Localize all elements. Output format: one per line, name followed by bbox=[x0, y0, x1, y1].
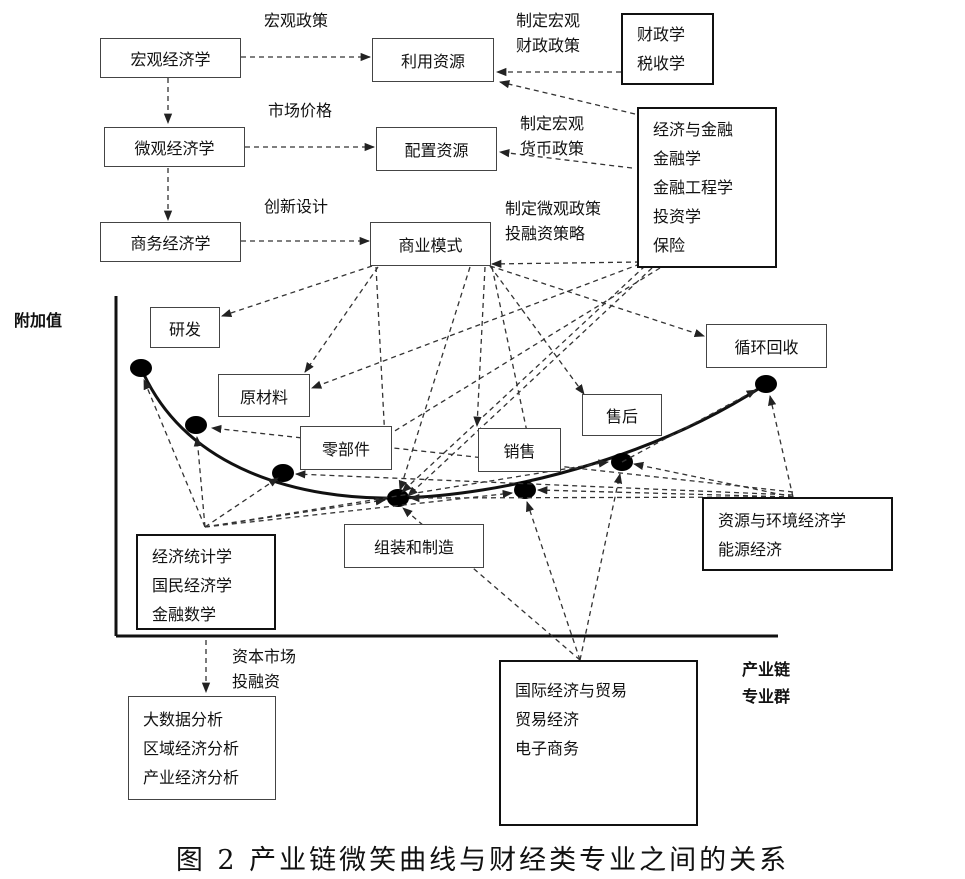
box-allocate-resources: 配置资源 bbox=[376, 127, 497, 171]
arrow-stats-to-rnd bbox=[143, 379, 206, 528]
fiscal-line-2: 税收学 bbox=[637, 54, 686, 73]
arrow-finance-to-allocate bbox=[498, 148, 633, 169]
curve-node-raw-materials bbox=[185, 416, 207, 434]
curve-node-assembly bbox=[387, 489, 409, 507]
label-market-price: 市场价格 bbox=[268, 101, 333, 120]
arrow-finance-to-parts bbox=[379, 267, 661, 441]
statistics-line-1: 经济统计学 bbox=[152, 547, 233, 566]
arrow-trade-to-sales bbox=[526, 501, 581, 661]
arrow-finance-to-use bbox=[498, 80, 636, 115]
label-monetary-policy: 制定宏观 货币政策 bbox=[520, 111, 584, 161]
statistics-line-2: 国民经济学 bbox=[152, 576, 233, 595]
box-micro-economics: 微观经济学 bbox=[104, 127, 245, 167]
label-innovation-design: 创新设计 bbox=[264, 197, 329, 216]
arrow-env-to-sales bbox=[536, 486, 794, 498]
box-finance: 经济与金融 金融学 金融工程学 投资学 保险 bbox=[637, 107, 777, 268]
box-macro-economics: 宏观经济学 bbox=[100, 38, 241, 78]
arrow-stats-to-parts bbox=[204, 477, 279, 528]
label-micro-policy: 制定微观政策 投融资策略 bbox=[505, 196, 601, 246]
arrow-model-to-parts bbox=[375, 266, 389, 442]
statistics-line-3: 金融数学 bbox=[152, 605, 217, 624]
arrow-model-to-rnd bbox=[221, 265, 373, 317]
capital-market-line-2: 投融资 bbox=[232, 672, 281, 691]
arrow-env-to-parts bbox=[294, 470, 794, 496]
label-macro-policy: 宏观政策 bbox=[264, 11, 329, 30]
figure-caption: 图 2 产业链微笑曲线与财经类专业之间的关系 bbox=[175, 845, 790, 876]
finance-line-2: 金融学 bbox=[653, 149, 702, 168]
finance-line-3: 金融工程学 bbox=[653, 178, 734, 197]
box-raw-materials: 原材料 bbox=[218, 374, 310, 417]
box-fiscal: 财政学 税收学 bbox=[621, 13, 714, 85]
arrow-env-to-recycling bbox=[768, 394, 794, 498]
micro-policy-line-1: 制定微观政策 bbox=[505, 199, 602, 218]
y-axis-label: 附加值 bbox=[14, 311, 63, 330]
finance-line-1: 经济与金融 bbox=[653, 120, 734, 139]
data-analysis-line-1: 大数据分析 bbox=[143, 710, 224, 729]
box-rnd: 研发 bbox=[150, 307, 220, 348]
curve-node-sales bbox=[514, 481, 536, 499]
finance-line-4: 投资学 bbox=[653, 207, 702, 226]
trade-line-1: 国际经济与贸易 bbox=[515, 681, 628, 700]
x-axis-label-line-1: 产业链 bbox=[742, 660, 791, 679]
arrow-model-to-assembly bbox=[398, 266, 471, 491]
box-statistics: 经济统计学 国民经济学 金融数学 bbox=[136, 534, 276, 630]
fiscal-policy-line-1: 制定宏观 bbox=[516, 11, 581, 30]
curve-node-rnd bbox=[130, 359, 152, 377]
box-after-sales: 售后 bbox=[582, 394, 662, 436]
finance-line-5: 保险 bbox=[653, 236, 686, 255]
trade-line-2: 贸易经济 bbox=[515, 710, 580, 729]
box-sales: 销售 bbox=[478, 428, 561, 472]
trade-line-3: 电子商务 bbox=[515, 739, 580, 758]
box-assembly: 组装和制造 bbox=[344, 524, 484, 568]
dashed-arrows bbox=[143, 52, 794, 694]
label-fiscal-policy: 制定宏观 财政政策 bbox=[516, 8, 580, 58]
arrow-env-to-after bbox=[632, 461, 794, 498]
x-axis-label: 产业链 专业群 bbox=[742, 656, 790, 710]
x-axis-label-line-2: 专业群 bbox=[742, 687, 791, 706]
arrow-finance-to-raw bbox=[311, 263, 641, 389]
fiscal-policy-line-2: 财政政策 bbox=[516, 36, 581, 55]
monetary-policy-line-2: 货币政策 bbox=[520, 139, 585, 158]
data-analysis-line-2: 区域经济分析 bbox=[143, 739, 240, 758]
box-use-resources: 利用资源 bbox=[372, 38, 494, 82]
micro-policy-line-2: 投融资策略 bbox=[505, 224, 586, 243]
box-data-analysis: 大数据分析 区域经济分析 产业经济分析 bbox=[128, 696, 276, 800]
arrow-stats-to-raw bbox=[193, 435, 206, 528]
arrow-model-to-raw bbox=[304, 266, 379, 373]
environment-line-2: 能源经济 bbox=[718, 540, 783, 559]
monetary-policy-line-1: 制定宏观 bbox=[520, 114, 585, 133]
data-analysis-line-3: 产业经济分析 bbox=[143, 768, 240, 787]
arrow-model-to-sales-b bbox=[491, 266, 533, 448]
arrow-model-to-recycling bbox=[489, 265, 705, 338]
arrow-trade-to-assembly bbox=[402, 507, 581, 661]
box-business-model: 商业模式 bbox=[370, 222, 491, 266]
environment-line-1: 资源与环境经济学 bbox=[718, 511, 847, 530]
label-capital-market: 资本市场 投融资 bbox=[232, 644, 296, 694]
arrow-trade-to-after bbox=[579, 472, 623, 661]
arrow-model-to-sales-a bbox=[473, 266, 486, 428]
box-business-economics: 商务经济学 bbox=[100, 222, 241, 262]
curve-nodes bbox=[130, 359, 777, 507]
box-parts: 零部件 bbox=[300, 426, 392, 470]
capital-market-line-1: 资本市场 bbox=[232, 647, 297, 666]
box-environment: 资源与环境经济学 能源经济 bbox=[702, 497, 893, 571]
arrow-stats-to-sales bbox=[204, 489, 514, 528]
box-recycling: 循环回收 bbox=[706, 324, 827, 368]
fiscal-line-1: 财政学 bbox=[637, 25, 686, 44]
box-trade: 国际经济与贸易 贸易经济 电子商务 bbox=[499, 660, 698, 826]
arrow-finance-to-model bbox=[490, 259, 641, 269]
arrow-after-to-recycling bbox=[621, 389, 757, 463]
curve-node-recycling bbox=[755, 375, 777, 393]
